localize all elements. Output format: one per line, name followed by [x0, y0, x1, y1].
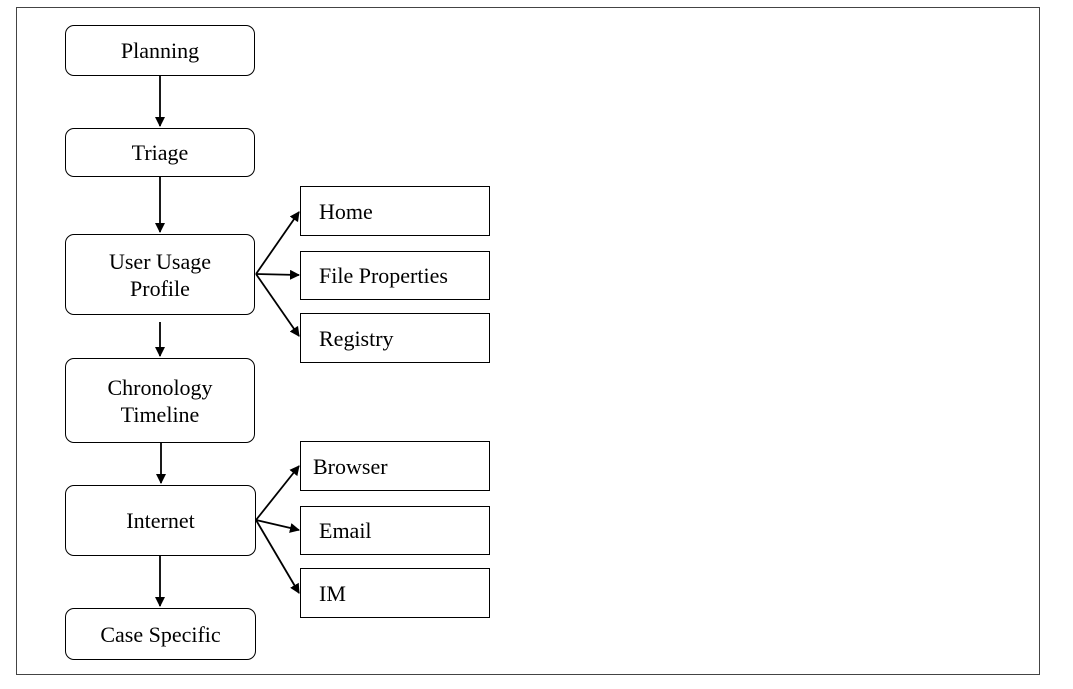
registry-node: Registry [300, 313, 490, 363]
arrow-profile-to-registry [255, 273, 300, 337]
case-specific-label: Case Specific [100, 621, 221, 647]
planning-node: Planning [65, 25, 255, 76]
im-label: IM [319, 580, 346, 606]
planning-label: Planning [120, 38, 200, 63]
home-node: Home [300, 186, 490, 236]
arrow-internet-to-im [255, 519, 300, 594]
browser-node: Browser [300, 441, 490, 491]
arrow-profile-to-file-properties [255, 269, 300, 280]
im-node: IM [300, 568, 490, 618]
case-specific-node: Case Specific [65, 608, 256, 660]
chronology-timeline-label-line-1: Chronology [107, 374, 213, 400]
email-label: Email [319, 518, 372, 543]
home-label: Home [319, 198, 373, 224]
file-properties-label: File Properties [319, 263, 448, 288]
arrow-internet-to-browser [255, 465, 300, 521]
user-usage-profile-node: User Usage Profile [65, 234, 255, 315]
triage-node: Triage [65, 128, 255, 177]
chronology-timeline-label-line-2: Timeline [120, 401, 200, 427]
arrow-internet-to-email [255, 519, 300, 533]
triage-label: Triage [131, 140, 189, 165]
email-node: Email [300, 506, 490, 555]
arrow-profile-to-home [255, 211, 300, 275]
browser-label: Browser [313, 454, 388, 479]
diagram-frame [16, 7, 1040, 675]
registry-label: Registry [319, 325, 394, 351]
chronology-timeline-node: Chronology Timeline [65, 358, 255, 443]
internet-node: Internet [65, 485, 256, 556]
user-usage-profile-label-line-2: Profile [130, 275, 190, 301]
internet-label: Internet [126, 508, 195, 533]
user-usage-profile-label-line-1: User Usage [108, 248, 212, 274]
file-properties-node: File Properties [300, 251, 490, 300]
